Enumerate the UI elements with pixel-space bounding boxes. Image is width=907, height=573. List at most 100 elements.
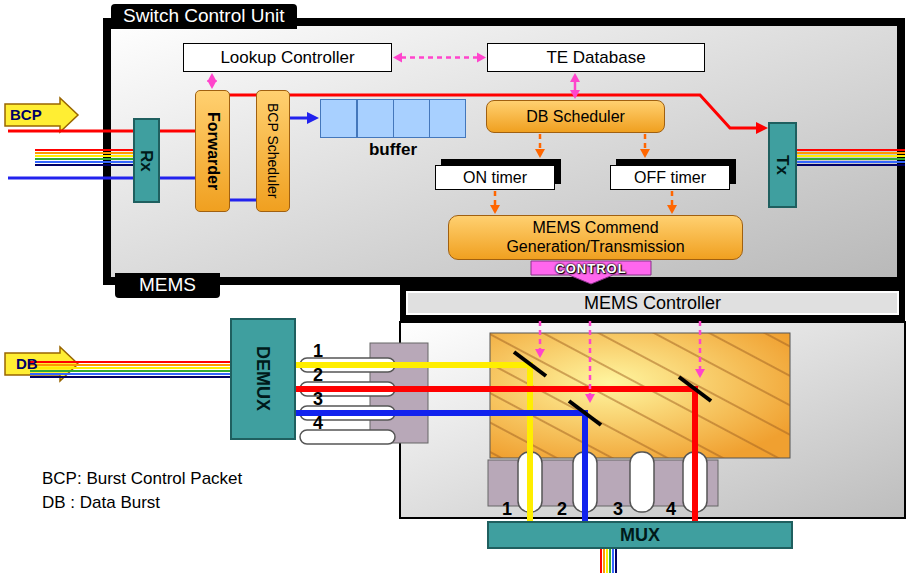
timer-box: OFF timer xyxy=(610,165,730,190)
fiber-bundle xyxy=(30,367,232,369)
fiber-bundle xyxy=(795,155,905,157)
connector xyxy=(570,73,580,99)
timer-box: ON timer xyxy=(435,165,555,190)
node-text: BCP Scheduler xyxy=(266,103,280,198)
mirror-control-line xyxy=(535,349,545,358)
fiber-bundle xyxy=(612,548,614,573)
arrowhead xyxy=(477,53,486,63)
bcp-input-arrow xyxy=(5,98,78,132)
fiber-bundle xyxy=(795,149,905,151)
mirror-control-line xyxy=(699,321,702,372)
mems-housing xyxy=(490,333,790,458)
mirror-control-line xyxy=(585,394,595,403)
process-box: Lookup Controller xyxy=(183,43,392,72)
database-box: TE Database xyxy=(487,43,705,72)
mux-box: MUX xyxy=(487,521,793,549)
scu-frame xyxy=(107,22,901,281)
demux-box: DEMUX xyxy=(230,318,296,440)
controller-box: MEMS Controller xyxy=(400,285,905,321)
fiber-bundle xyxy=(35,149,135,151)
fiber-bundle xyxy=(603,548,605,573)
process-box: Forwarder xyxy=(195,90,230,212)
node-text: buffer xyxy=(321,140,465,160)
connector xyxy=(640,134,650,158)
port-number: 4 xyxy=(666,500,676,518)
fiber-bundle xyxy=(30,373,232,375)
process-box: DB Scheduler xyxy=(486,100,665,133)
fiber-bundle xyxy=(609,548,611,573)
fiber-bundle xyxy=(600,548,602,573)
connector xyxy=(393,53,486,63)
fiber-bundle xyxy=(606,548,608,573)
node-text: MUX xyxy=(620,525,660,546)
arrowhead xyxy=(490,205,500,214)
bcp-path xyxy=(8,95,768,200)
bcp-path xyxy=(307,112,319,124)
connector-line xyxy=(644,134,647,150)
node-text: MEMS Commend Generation/Transmission xyxy=(449,219,742,256)
arrowhead xyxy=(640,149,650,158)
control-arrow xyxy=(531,261,651,284)
fiber-bundle xyxy=(35,152,135,154)
mems-housing xyxy=(490,333,790,458)
mirror-control-line xyxy=(539,321,542,352)
port-number: 3 xyxy=(313,390,323,408)
arrowhead xyxy=(207,73,217,82)
arrowhead xyxy=(570,90,580,99)
connector xyxy=(207,73,217,89)
fiber-bundle xyxy=(795,152,905,154)
arrowhead xyxy=(393,53,402,63)
port-number: 4 xyxy=(313,414,323,432)
edge-label: CONTROL xyxy=(555,261,626,276)
receiver-box: Rx xyxy=(133,118,160,203)
fiber-bundle xyxy=(35,155,135,157)
mems-housing xyxy=(400,322,905,518)
node-text: MEMS Controller xyxy=(584,293,721,314)
process-box: BCP Scheduler xyxy=(256,90,290,212)
process-box: MEMS Commend Generation/Transmission xyxy=(448,215,743,260)
arrowhead xyxy=(535,149,545,158)
scu-frame xyxy=(107,22,901,281)
port-number: 2 xyxy=(557,500,567,518)
connector xyxy=(535,134,545,158)
node-text: Lookup Controller xyxy=(220,48,354,68)
connector-line xyxy=(494,191,497,206)
node-text: DB Scheduler xyxy=(526,108,625,126)
fiber-bundle xyxy=(30,370,232,372)
mems-mirror xyxy=(569,401,601,425)
port-number: 1 xyxy=(502,500,512,518)
fiber-bundle xyxy=(30,376,232,378)
connector-line xyxy=(671,191,674,206)
scu-frame: Switch Control UnitLookup ControllerTE D… xyxy=(103,18,905,285)
mirror-control-line xyxy=(589,321,592,397)
fiber-bundle xyxy=(795,164,905,166)
fiber-bundle xyxy=(795,158,905,160)
transmitter-box: Tx xyxy=(768,122,797,208)
fiber-bundle xyxy=(615,548,617,573)
node-text: Forwarder xyxy=(205,112,221,190)
mirror-control-line xyxy=(535,321,705,403)
signal-name: DB xyxy=(16,355,38,372)
mems-mirror xyxy=(679,377,711,401)
fiber-bundle xyxy=(30,150,905,573)
connector-line xyxy=(574,81,577,91)
node-text: OFF timer xyxy=(634,169,706,187)
buffer-box: buffer xyxy=(320,99,466,138)
note-text: DB : Data Burst xyxy=(42,493,160,513)
signal-name: BCP xyxy=(10,106,42,123)
fiber-bundle xyxy=(35,164,135,166)
node-text: Rx xyxy=(138,150,155,172)
fiber-bundle xyxy=(35,161,135,163)
mems-mirror xyxy=(514,352,711,425)
node-text: Switch Control Unit xyxy=(111,4,297,29)
port-number: 3 xyxy=(613,500,623,518)
connector xyxy=(490,191,500,214)
fiber-bundle xyxy=(795,161,905,163)
mirror-control-line xyxy=(695,369,705,378)
light-path xyxy=(296,413,585,521)
port-number: 1 xyxy=(313,342,323,360)
light-path xyxy=(296,365,695,521)
section-tab: MEMS xyxy=(115,273,220,298)
fiber-bundle xyxy=(30,361,232,363)
